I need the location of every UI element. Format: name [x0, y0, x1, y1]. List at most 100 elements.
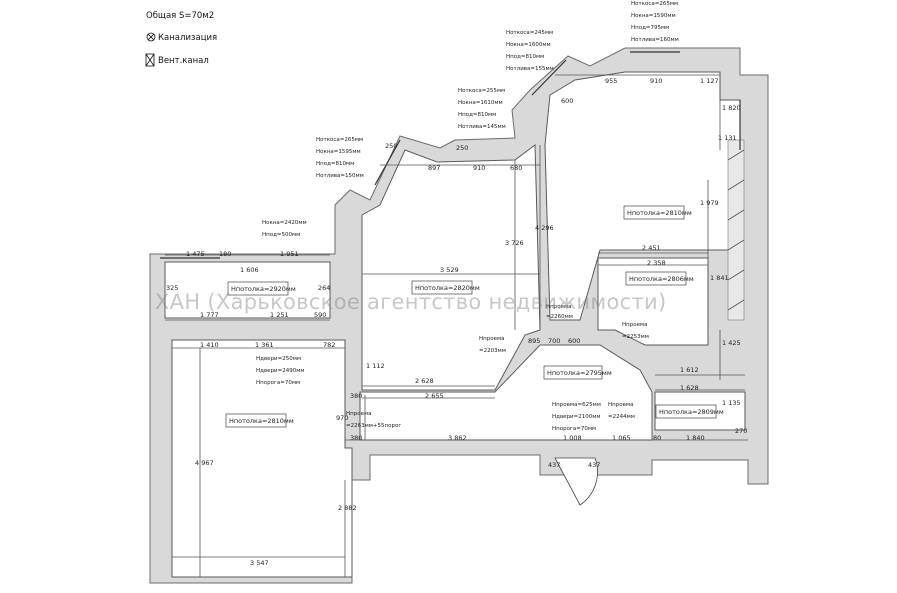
door-swing — [554, 457, 598, 506]
dim-label: 1 135 — [722, 399, 741, 407]
svg-text:Hотлива=145мм: Hотлива=145мм — [458, 124, 506, 130]
dim-label: 264 — [318, 284, 330, 292]
dim-label: 1 979 — [700, 199, 719, 207]
legend-area: Общая S=70м2 — [146, 11, 214, 21]
dim-label: 600 — [568, 337, 580, 345]
svg-text:=2263мм+55порог: =2263мм+55порог — [346, 423, 401, 429]
door-annotation-1: Hдвери=250мм Hдвери=2490мм Hпорога=70мм — [256, 356, 305, 386]
dim-label: 1 361 — [255, 341, 274, 349]
dim-label: 437 — [548, 461, 560, 469]
dim-label: 4 967 — [195, 459, 214, 467]
window-annotation-2: Hоткоса=255мм Hокна=1610мм Hпод=810мм Hо… — [458, 88, 506, 130]
door-annotation-7: Hпроема =2203мм — [479, 336, 506, 354]
dim-label: 180 — [219, 250, 231, 258]
svg-text:Hпотолка=2806мм: Hпотолка=2806мм — [629, 275, 694, 283]
vent-channel-icon — [145, 53, 155, 67]
hatched-wall — [727, 139, 745, 321]
dim-label: 270 — [735, 427, 747, 435]
dim-label: 1 131 — [718, 134, 737, 142]
svg-text:Hпотолка=2809мм: Hпотолка=2809мм — [659, 408, 724, 416]
legend-vent: Вент.канал — [158, 56, 209, 66]
dim-label: 2 451 — [642, 244, 661, 252]
legend-sewer: Канализация — [158, 33, 217, 43]
dim-label: 910 — [650, 77, 662, 85]
svg-text:Hпод=500мм: Hпод=500мм — [262, 232, 300, 238]
window-annotation-4: Hоткоса=265мм Hокна=1590мм Hпод=795мм Hо… — [631, 1, 679, 43]
svg-text:Hдвери=2490мм: Hдвери=2490мм — [256, 368, 305, 374]
dim-label: 325 — [166, 284, 178, 292]
svg-text:Hокна=2420мм: Hокна=2420мм — [262, 220, 307, 226]
room-label-center: Hпотолка=2820мм — [411, 280, 480, 295]
dim-label: 970 — [336, 414, 348, 422]
svg-text:Hпод=810мм: Hпод=810мм — [316, 161, 354, 167]
dim-label: 897 — [428, 164, 440, 172]
door-annotation-5: Hпроема =2260мм — [546, 304, 573, 320]
room-label-right-upper: Hпотолка=2810мм — [623, 205, 692, 220]
svg-text:Hпотолка=2810мм: Hпотолка=2810мм — [229, 417, 294, 425]
sewer-icon — [146, 32, 156, 42]
dim-label: 1 008 — [563, 434, 582, 442]
room-left-bottom — [171, 339, 353, 578]
window-annotation-5: Hокна=2420мм Hпод=500мм — [262, 220, 307, 238]
dim-label: 2 628 — [415, 377, 434, 385]
dim-label: 1 628 — [680, 384, 699, 392]
svg-text:Hпроема: Hпроема — [479, 336, 505, 342]
dim-label: 1 951 — [280, 250, 299, 258]
dim-label: 250 — [385, 142, 397, 150]
dim-label: 4 296 — [535, 224, 554, 232]
svg-text:Hпроема: Hпроема — [608, 402, 634, 408]
dimension-labels: 1 475 180 1 951 1 606 3 529 1 777 1 251 … — [166, 77, 747, 567]
dim-label: 1 475 — [186, 250, 205, 258]
svg-text:Hпод=795мм: Hпод=795мм — [631, 25, 669, 31]
dim-label: 80 — [653, 434, 661, 442]
dim-label: 2 358 — [647, 259, 666, 267]
svg-text:Hпорога=70мм: Hпорога=70мм — [552, 426, 596, 432]
svg-text:Hокна=1610мм: Hокна=1610мм — [458, 100, 503, 106]
dim-label: 782 — [323, 341, 335, 349]
svg-text:Hпроема: Hпроема — [546, 304, 572, 310]
dim-label: 1 840 — [686, 434, 705, 442]
svg-text:Hпроема: Hпроема — [622, 322, 648, 328]
svg-text:Hоткоса=245мм: Hоткоса=245мм — [506, 30, 553, 36]
dim-label: 3 547 — [250, 559, 269, 567]
dim-label: 1 425 — [722, 339, 741, 347]
windows — [160, 51, 741, 259]
dim-label: 1 410 — [200, 341, 219, 349]
dim-label: 1 820 — [722, 104, 741, 112]
dim-label: 910 — [473, 164, 485, 172]
svg-text:Hпроема: Hпроема — [346, 411, 372, 417]
dim-label: 380 — [350, 434, 362, 442]
dim-label: 3 862 — [448, 434, 467, 442]
door-annotation-6: Hпроема =2253мм — [622, 322, 649, 340]
dim-label: 3 726 — [505, 239, 524, 247]
svg-text:Hоткоса=265мм: Hоткоса=265мм — [316, 137, 363, 143]
dim-label: 590 — [314, 311, 326, 319]
svg-text:Hокна=1590мм: Hокна=1590мм — [631, 13, 676, 19]
svg-text:Hпроема=625мм: Hпроема=625мм — [552, 402, 601, 408]
dim-label: 380 — [350, 392, 362, 400]
door-annotation-3: Hпроема =2244мм — [608, 402, 635, 420]
room-center — [361, 144, 541, 391]
watermark: ХАН (Харьковское агентство недвижимости) — [155, 290, 667, 314]
room-label-corridor: Hпотолка=2795мм — [543, 365, 612, 380]
dim-label: 1 127 — [700, 77, 719, 85]
dim-label: 1 612 — [680, 366, 699, 374]
dim-label: 250 — [456, 144, 468, 152]
window-annotation-1: Hоткоса=265мм Hокна=1595мм Hпод=810мм Hо… — [316, 137, 364, 179]
room-label-right-lower: Hпотолка=2809мм — [655, 404, 724, 419]
svg-text:=2260мм: =2260мм — [546, 314, 573, 320]
window-annotation-3: Hоткоса=245мм Hокна=1600мм Hпод=810мм Hо… — [506, 30, 554, 72]
svg-text:Hоткоса=255мм: Hоткоса=255мм — [458, 88, 505, 94]
svg-text:Hпотолка=2820мм: Hпотолка=2820мм — [415, 284, 480, 292]
room-label-big-left: Hпотолка=2810мм — [225, 413, 294, 428]
dim-label: 1 606 — [240, 266, 259, 274]
room-label-left-top: Hпотолка=2920мм — [227, 281, 296, 296]
svg-text:Hотлива=160мм: Hотлива=160мм — [631, 37, 679, 43]
svg-text:Hпотолка=2810мм: Hпотолка=2810мм — [627, 209, 692, 217]
svg-text:Hпотолка=2920мм: Hпотолка=2920мм — [231, 285, 296, 293]
svg-text:Hотлива=150мм: Hотлива=150мм — [316, 173, 364, 179]
dim-label: 3 529 — [440, 266, 459, 274]
room-label-right-mid: Hпотолка=2806мм — [625, 271, 694, 286]
dim-label: 1 065 — [612, 434, 631, 442]
